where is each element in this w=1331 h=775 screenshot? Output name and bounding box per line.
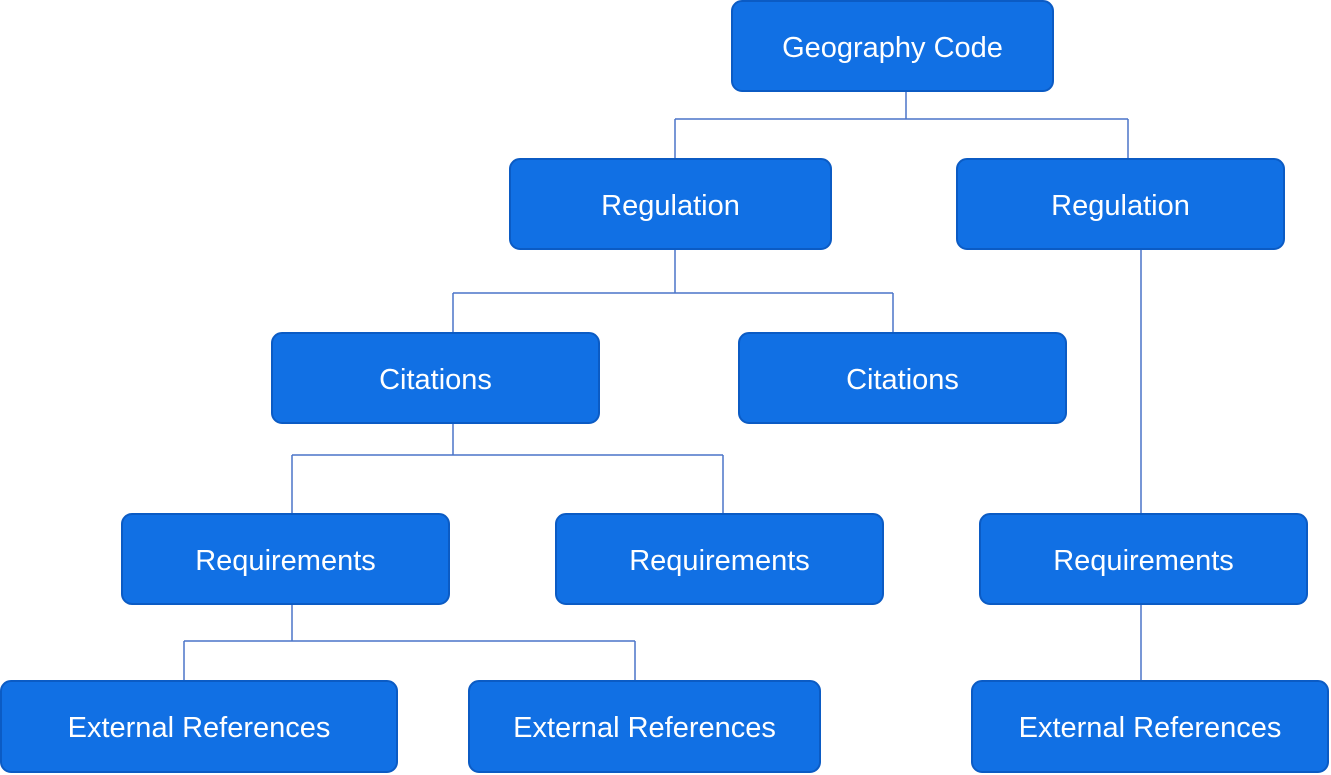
node-geography-code[interactable]: Geography Code xyxy=(731,0,1054,92)
node-citations-right[interactable]: Citations xyxy=(738,332,1067,424)
node-external-references-right[interactable]: External References xyxy=(971,680,1329,773)
node-external-references-left[interactable]: External References xyxy=(0,680,398,773)
node-regulation-left[interactable]: Regulation xyxy=(509,158,832,250)
node-requirements-left[interactable]: Requirements xyxy=(121,513,450,605)
node-requirements-right[interactable]: Requirements xyxy=(979,513,1308,605)
node-external-references-middle[interactable]: External References xyxy=(468,680,821,773)
node-citations-left[interactable]: Citations xyxy=(271,332,600,424)
node-requirements-middle[interactable]: Requirements xyxy=(555,513,884,605)
node-regulation-right[interactable]: Regulation xyxy=(956,158,1285,250)
